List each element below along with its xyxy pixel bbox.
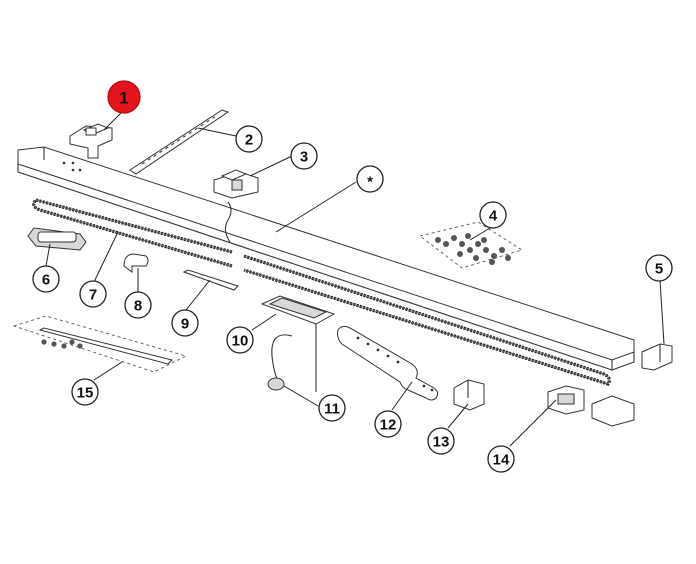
callout-11[interactable]: 11 (318, 394, 346, 422)
callout-5-label: 5 (655, 261, 663, 278)
leader-lines (45, 109, 665, 447)
callout-7-label: 7 (89, 287, 97, 304)
callout-6-label: 6 (42, 272, 50, 289)
callout-10-label: 10 (232, 333, 249, 350)
callout-6[interactable]: 6 (32, 265, 60, 293)
door-bracket-part (641, 343, 673, 371)
callout-14-label: 14 (493, 452, 510, 469)
callout-14[interactable]: 14 (487, 445, 515, 473)
door-arm-part (337, 325, 439, 401)
callout-15[interactable]: 15 (71, 378, 99, 406)
slider-bar-part (182, 269, 239, 291)
callout-star[interactable]: * (356, 165, 384, 193)
callout-15-label: 15 (77, 385, 94, 402)
callout-3[interactable]: 3 (290, 142, 318, 170)
header-bracket-part (69, 123, 113, 159)
callout-5[interactable]: 5 (645, 254, 673, 282)
hanger-strap-part (129, 109, 230, 175)
callout-2-label: 2 (245, 132, 253, 149)
callout-9-label: 9 (181, 316, 189, 333)
callout-star-label: * (367, 174, 373, 191)
callout-8[interactable]: 8 (124, 291, 152, 319)
callout-11-label: 11 (324, 401, 340, 418)
chain (32, 198, 611, 386)
hardware-kit-part (418, 221, 524, 269)
callout-8-label: 8 (134, 298, 142, 315)
callout-12[interactable]: 12 (374, 410, 402, 438)
callout-12-label: 12 (380, 417, 397, 434)
trolley-part (213, 169, 259, 199)
arm-bracket-part (453, 379, 485, 411)
callout-4-label: 4 (489, 208, 498, 225)
idler-bracket-part (547, 385, 635, 427)
callout-7[interactable]: 7 (79, 280, 107, 308)
carriage-part (260, 295, 336, 392)
release-handle-part (267, 334, 293, 391)
callout-10[interactable]: 10 (226, 326, 254, 354)
rail (17, 146, 635, 371)
callout-2[interactable]: 2 (235, 125, 263, 153)
callout-4[interactable]: 4 (479, 201, 507, 229)
rail-splice-kit-part (12, 315, 188, 373)
callout-1-label: 1 (119, 89, 128, 108)
callout-13-label: 13 (433, 434, 450, 451)
callout-1[interactable]: 1 (107, 80, 141, 114)
callout-13[interactable]: 13 (427, 427, 455, 455)
callout-9[interactable]: 9 (171, 309, 199, 337)
callout-3-label: 3 (300, 149, 308, 166)
chain-tensioner-part (27, 227, 87, 251)
chain-clip-part (123, 253, 149, 273)
